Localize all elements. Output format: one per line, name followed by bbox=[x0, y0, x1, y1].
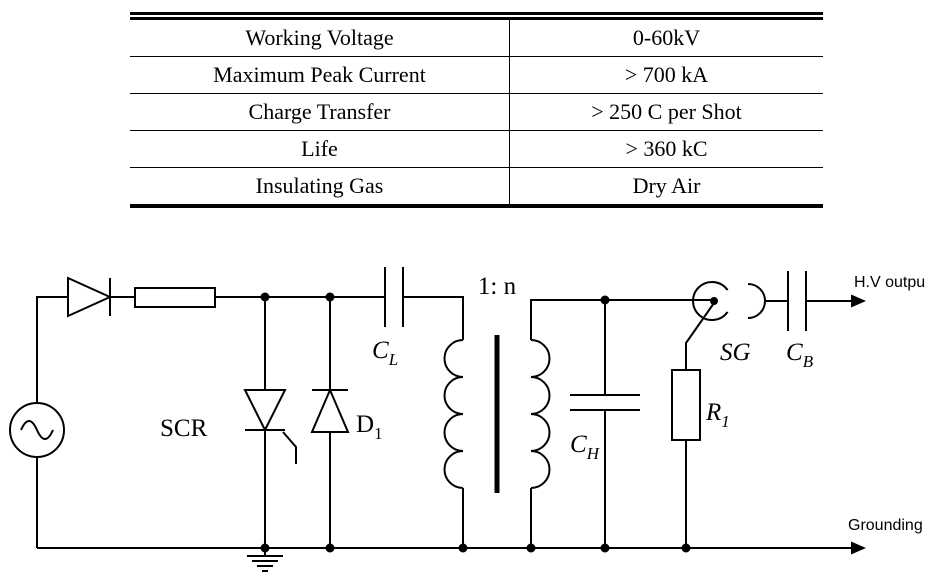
r1-resistor-icon bbox=[671, 302, 715, 548]
cl-label: CL bbox=[372, 337, 398, 369]
freewheel-diode-icon bbox=[310, 297, 350, 548]
table-row: Working Voltage 0-60kV bbox=[130, 20, 823, 56]
table-cell-value: 0-60kV bbox=[632, 25, 701, 50]
spark-gap-icon bbox=[692, 281, 788, 321]
table-cell-label: Life bbox=[130, 131, 510, 167]
series-resistor-icon bbox=[134, 287, 385, 308]
cb-capacitor-icon bbox=[787, 271, 807, 331]
ac-source-icon bbox=[9, 296, 68, 548]
scr-label: SCR bbox=[160, 415, 208, 442]
ch-label: CH bbox=[570, 431, 601, 463]
hv-output-label: H.V outpu bbox=[854, 274, 925, 291]
sg-label: SG bbox=[720, 339, 751, 366]
transformer-icon bbox=[443, 299, 712, 548]
circuit-diagram: SCR D1 CL 1: n bbox=[9, 267, 925, 572]
scr-icon bbox=[243, 297, 297, 548]
junction-dots bbox=[260, 292, 691, 553]
ch-capacitor-icon bbox=[570, 300, 640, 548]
table-cell-label: Maximum Peak Current bbox=[130, 57, 510, 93]
table-cell-value: > 250 C per Shot bbox=[591, 99, 742, 124]
table-row: Maximum Peak Current > 700 kA bbox=[130, 56, 823, 93]
table-cell-label: Working Voltage bbox=[130, 20, 510, 56]
grounding-arrow bbox=[37, 541, 866, 555]
table-row: Insulating Gas Dry Air bbox=[130, 167, 823, 204]
series-diode-icon bbox=[67, 276, 135, 318]
r1-label: R1 bbox=[705, 399, 730, 431]
turns-ratio-label: 1: n bbox=[478, 273, 517, 300]
table-row: Charge Transfer > 250 C per Shot bbox=[130, 93, 823, 130]
table-cell-value: > 700 kA bbox=[624, 62, 709, 87]
table-cell-value: > 360 kC bbox=[625, 136, 708, 161]
spec-table: Working Voltage 0-60kV Maximum Peak Curr… bbox=[130, 12, 823, 208]
table-cell-label: Insulating Gas bbox=[130, 168, 510, 204]
d1-label: D1 bbox=[356, 411, 383, 443]
hv-output-arrow bbox=[806, 294, 866, 308]
grounding-label: Grounding bbox=[848, 517, 923, 534]
cl-capacitor-icon bbox=[384, 267, 464, 340]
table-row: Life > 360 kC bbox=[130, 130, 823, 167]
table-cell-label: Charge Transfer bbox=[130, 94, 510, 130]
cb-label: CB bbox=[786, 339, 814, 371]
table-cell-value: Dry Air bbox=[632, 173, 701, 198]
